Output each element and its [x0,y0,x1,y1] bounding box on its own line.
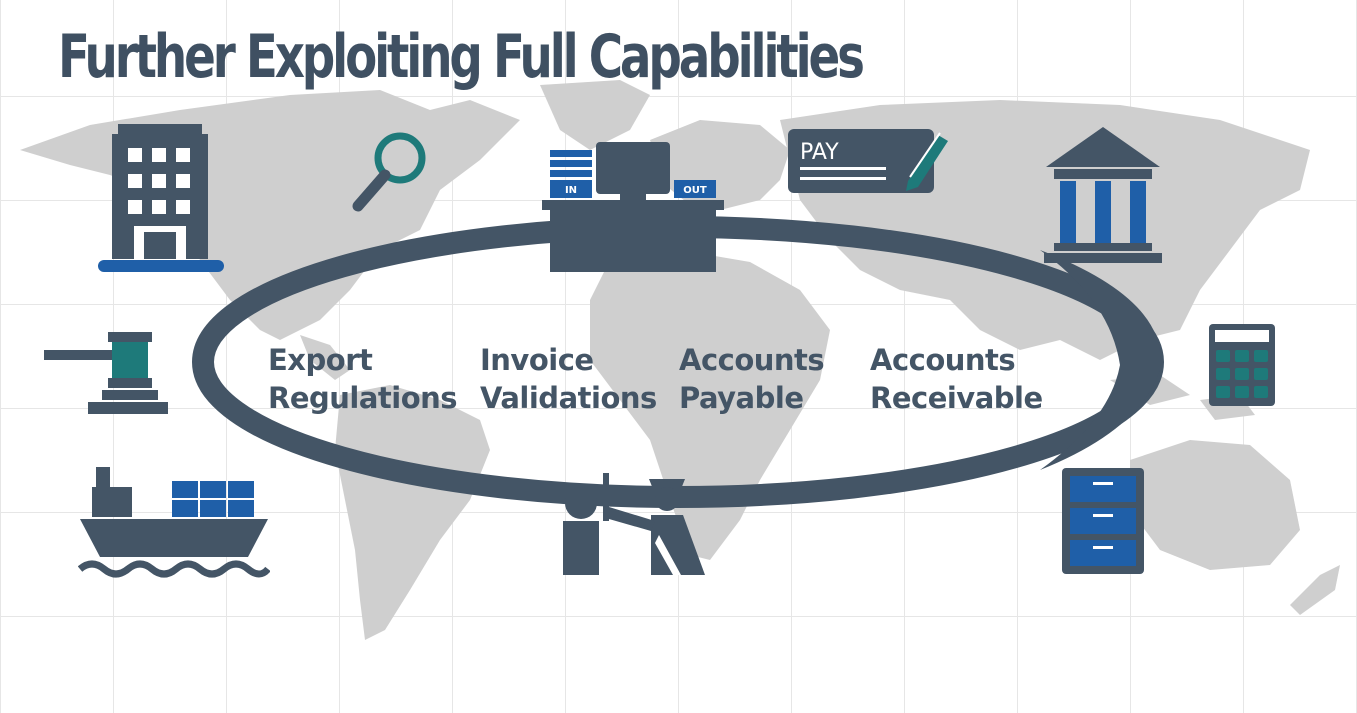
label-line: Regulations [268,381,458,415]
label-line: Invoice [480,343,594,377]
office-building-icon [98,124,224,272]
magnifying-glass-icon [352,132,426,212]
label-accounts-payable: Accounts Payable [679,341,825,417]
label-line: Accounts [870,343,1016,377]
cargo-ship-icon [78,467,270,578]
label-line: Receivable [870,381,1043,415]
gavel-icon [44,332,168,414]
label-invoice-validations: Invoice Validations [480,341,657,417]
page-title: Further Exploiting Full Capabilities [58,22,865,92]
label-line: Validations [480,381,657,415]
inbox-label: IN [565,185,577,196]
customs-officer-icon [563,473,705,575]
filing-cabinet-icon [1062,468,1144,574]
pay-label: PAY [800,140,839,165]
label-line: Accounts [679,343,825,377]
bank-icon [1044,127,1162,263]
desk-inbox-icon: IN OUT [542,142,724,272]
label-accounts-receivable: Accounts Receivable [870,341,1043,417]
label-line: Payable [679,381,804,415]
calculator-icon [1209,324,1275,406]
label-export-regulations: Export Regulations [268,341,458,417]
pay-check-icon: PAY [788,129,948,193]
label-line: Export [268,343,373,377]
outbox-label: OUT [683,185,707,196]
